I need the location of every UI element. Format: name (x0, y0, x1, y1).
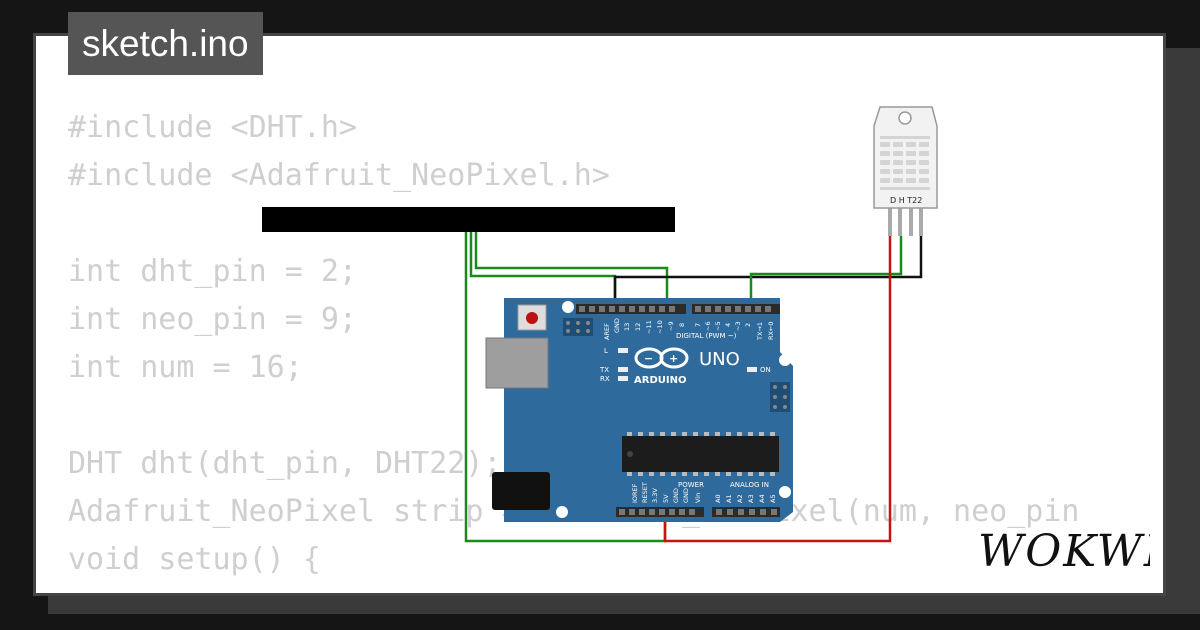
pin-label: AREF (603, 323, 611, 340)
pin-label: GND (613, 318, 621, 333)
wire-green-sensor-data[interactable] (749, 236, 903, 306)
pin-label: ~10 (656, 320, 664, 334)
board-model: UNO (699, 349, 740, 370)
wire-green-strip-data[interactable] (474, 232, 669, 306)
pin-label: ~11 (645, 320, 653, 334)
power-label: POWER (678, 481, 704, 489)
digital-label: DIGITAL (PWM ~) (676, 332, 737, 340)
digital-pin-labels: AREF GND 13 12 ~11 ~10 ~9 8 7 ~6 ~5 4 ~3… (603, 318, 775, 341)
file-tab[interactable]: sketch.ino (68, 12, 263, 75)
led-l (618, 348, 628, 353)
pin-label: 2 (744, 323, 752, 327)
svg-text:3.3V: 3.3V (651, 488, 659, 503)
pin-label: ~3 (734, 321, 742, 331)
code-line: DHT dht(dht_pin, DHT22); (68, 446, 502, 481)
pin-label: ~6 (704, 321, 712, 331)
sensor-pin (919, 206, 923, 236)
arduino-uno-board[interactable]: AREF GND 13 12 ~11 ~10 ~9 8 7 ~6 ~5 4 ~3… (485, 298, 793, 522)
pin-label: 8 (678, 323, 686, 327)
svg-text:A0: A0 (714, 494, 722, 503)
svg-text:A2: A2 (736, 494, 744, 503)
wire-black-sensor-gnd[interactable] (613, 236, 923, 306)
pin-label: 13 (623, 323, 631, 331)
wokwi-logo-icon: WOKWI (978, 526, 1150, 577)
neopixel-strip[interactable] (262, 207, 675, 232)
led-tx-label: TX (599, 366, 609, 374)
analog-pin-labels: A0 A1 A2 A3 A4 A5 (714, 494, 777, 503)
sensor-mount-hole (898, 111, 912, 125)
wire-red-sensor-vcc[interactable] (663, 236, 892, 543)
mounting-hole (779, 354, 791, 366)
reset-button-cap (526, 312, 538, 324)
wires (464, 232, 923, 543)
svg-text:Vin: Vin (694, 493, 702, 503)
pin-label: RX←0 (767, 321, 775, 340)
svg-text:5V: 5V (662, 494, 670, 503)
code-line: int neo_pin = 9; (68, 302, 357, 337)
code-line: #include <DHT.h> (68, 110, 357, 145)
led-rx (618, 376, 628, 381)
svg-text:GND: GND (672, 488, 680, 503)
sensor-label: D H T22 (890, 196, 922, 205)
pin-label: TX→1 (756, 322, 764, 341)
led-rx-label: RX (600, 375, 610, 383)
led-l-label: L (604, 347, 608, 355)
sensor-pin (909, 206, 913, 236)
logo-text: WOKWI (978, 526, 1150, 577)
logo-minus: − (644, 352, 653, 365)
led-on (747, 367, 757, 372)
mounting-hole (556, 506, 568, 518)
icsp-header (563, 318, 593, 336)
svg-text:IOREF: IOREF (631, 483, 639, 503)
svg-text:A5: A5 (769, 494, 777, 503)
atmega-chip (622, 432, 779, 476)
sensor-grille (880, 136, 930, 190)
logo-plus: + (669, 352, 678, 365)
code-line: int num = 16; (68, 350, 303, 385)
code-line: int dht_pin = 2; (68, 254, 357, 289)
power-pin-labels: IOREF RESET 3.3V 5V GND GND Vin (631, 482, 702, 503)
digital-header[interactable] (576, 304, 780, 314)
icsp-right (770, 382, 790, 412)
pin-label: 7 (694, 323, 702, 327)
pin-label: ~9 (667, 321, 675, 331)
svg-text:A1: A1 (725, 494, 733, 503)
usb-port (485, 337, 549, 389)
power-jack (492, 472, 550, 510)
svg-text:RESET: RESET (641, 482, 649, 503)
led-on-label: ON (760, 366, 771, 374)
mounting-hole (779, 486, 791, 498)
led-tx (618, 367, 628, 372)
svg-text:GND: GND (682, 488, 690, 503)
sensor-pin (888, 206, 892, 236)
reset-button[interactable] (517, 304, 547, 331)
power-header[interactable] (616, 507, 780, 517)
board-brand: ARDUINO (634, 375, 686, 386)
sensor-pin (898, 206, 902, 236)
code-line: void setup() { (68, 542, 321, 577)
pin-label: ~5 (714, 321, 722, 331)
pin-label: 4 (724, 323, 732, 327)
pin-label: 12 (634, 323, 642, 331)
code-line: #include <Adafruit_NeoPixel.h> (68, 158, 610, 193)
dht22-sensor[interactable]: D H T22 (873, 106, 938, 236)
arduino-infinity-logo-icon (634, 347, 689, 369)
analog-label: ANALOG IN (730, 481, 769, 489)
mounting-hole (562, 301, 574, 313)
svg-text:A3: A3 (747, 494, 755, 503)
svg-text:A4: A4 (758, 494, 766, 503)
